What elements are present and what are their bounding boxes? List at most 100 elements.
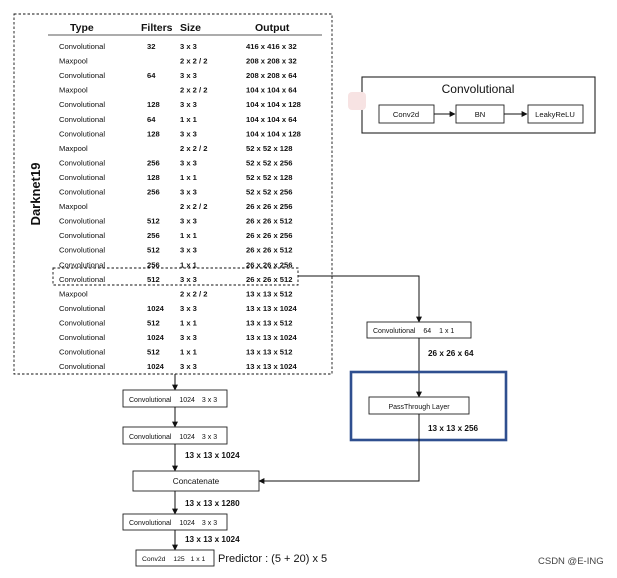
row-size: 2 x 2 / 2 — [180, 289, 207, 298]
header-filters: Filters — [141, 22, 173, 34]
row-size: 1 x 1 — [180, 318, 198, 327]
row-size: 1 x 1 — [180, 260, 198, 269]
row-size: 3 x 3 — [180, 275, 197, 284]
final-conv-filters: 125 — [173, 556, 185, 563]
darknet19-frame — [13, 13, 333, 375]
row-filters: 256 — [147, 231, 160, 240]
head-conv2-name: Convolutional — [129, 434, 172, 441]
row-output: 26 x 26 x 512 — [246, 217, 292, 226]
row-size: 1 x 1 — [180, 231, 198, 240]
head-conv3-name: Convolutional — [129, 520, 172, 527]
head-conv3-filters: 1024 — [179, 520, 195, 527]
pt-conv-size: 1 x 1 — [439, 328, 454, 335]
row-type: Convolutional — [59, 318, 105, 327]
concatenate-label: Concatenate — [173, 477, 220, 486]
row-filters: 1024 — [147, 304, 165, 313]
row-output: 26 x 26 x 256 — [246, 231, 292, 240]
predictor-label: Predictor : (5 + 20) x 5 — [218, 553, 327, 565]
legend-leakyrelu-label: LeakyReLU — [535, 110, 575, 119]
row-output: 104 x 104 x 128 — [246, 100, 301, 109]
table-row: Maxpool 2 x 2 / 2 208 x 208 x 32 — [59, 57, 297, 66]
concatenate-box — [132, 470, 260, 492]
row-type: Convolutional — [59, 333, 105, 342]
row-filters: 64 — [147, 71, 156, 80]
pt-conv-output: 26 x 26 x 64 — [428, 349, 474, 358]
row-output: 104 x 104 x 128 — [246, 129, 301, 138]
row-output: 208 x 208 x 32 — [246, 57, 297, 66]
head-conv1-name: Convolutional — [129, 397, 172, 404]
row-filters: 128 — [147, 173, 160, 182]
head-conv1-text: Convolutional 1024 3 x 3 — [129, 397, 217, 404]
row-size: 3 x 3 — [180, 333, 197, 342]
row-output: 13 x 13 x 512 — [246, 348, 292, 357]
head-conv3-text: Convolutional 1024 3 x 3 — [129, 520, 217, 527]
header-size: Size — [180, 22, 201, 34]
row-output: 26 x 26 x 256 — [246, 202, 292, 211]
passthrough-highlight-frame — [349, 370, 508, 442]
row-type: Convolutional — [59, 362, 105, 371]
legend-bn-label: BN — [475, 110, 486, 119]
table-row: Convolutional 256 1 x 1 26 x 26 x 256 — [59, 231, 292, 240]
row-size: 3 x 3 — [180, 42, 197, 51]
row-size: 1 x 1 — [180, 173, 198, 182]
row-size: 3 x 3 — [180, 100, 197, 109]
row-type: Convolutional — [59, 275, 105, 284]
pt-conv-text: Convolutional 64 1 x 1 — [373, 328, 454, 335]
row-output: 208 x 208 x 64 — [246, 71, 297, 80]
row-filters: 128 — [147, 100, 160, 109]
row-type: Maxpool — [59, 57, 88, 66]
pt-conv-filters: 64 — [423, 328, 431, 335]
row-filters: 256 — [147, 260, 160, 269]
head-conv3-size: 3 x 3 — [202, 520, 217, 527]
row-output: 13 x 13 x 1024 — [246, 304, 297, 313]
final-conv-box — [135, 549, 215, 567]
row-type: Convolutional — [59, 246, 105, 255]
row-filters: 1024 — [147, 362, 165, 371]
row-size: 3 x 3 — [180, 71, 197, 80]
row-size: 3 x 3 — [180, 246, 197, 255]
passthrough-arrow-in — [298, 275, 422, 323]
row-filters: 512 — [147, 348, 160, 357]
row-filters: 512 — [147, 217, 160, 226]
row-type: Convolutional — [59, 188, 105, 197]
row-type: Convolutional — [59, 231, 105, 240]
row-size: 2 x 2 / 2 — [180, 57, 207, 66]
row-size: 3 x 3 — [180, 217, 197, 226]
passthrough-layer-label: PassThrough Layer — [388, 404, 450, 411]
row-output: 26 x 26 x 512 — [246, 275, 292, 284]
row-output: 104 x 104 x 64 — [246, 115, 297, 124]
watermark-icon — [348, 92, 366, 110]
darknet19-label: Darknet19 — [28, 163, 43, 226]
row-filters: 256 — [147, 188, 160, 197]
row-filters: 256 — [147, 158, 160, 167]
head-conv2-filters: 1024 — [179, 434, 195, 441]
row-type: Convolutional — [59, 348, 105, 357]
row-filters: 1024 — [147, 333, 165, 342]
row-type: Convolutional — [59, 304, 105, 313]
pt-conv-name: Convolutional — [373, 328, 416, 335]
head-conv1-filters: 1024 — [179, 397, 195, 404]
row-type: Convolutional — [59, 260, 105, 269]
row-output: 104 x 104 x 64 — [246, 86, 297, 95]
row-output: 52 x 52 x 128 — [246, 173, 292, 182]
head-conv2-text: Convolutional 1024 3 x 3 — [129, 434, 217, 441]
passthrough-layer-output: 13 x 13 x 256 — [428, 424, 479, 433]
header-type: Type — [70, 22, 94, 34]
row-type: Convolutional — [59, 129, 105, 138]
